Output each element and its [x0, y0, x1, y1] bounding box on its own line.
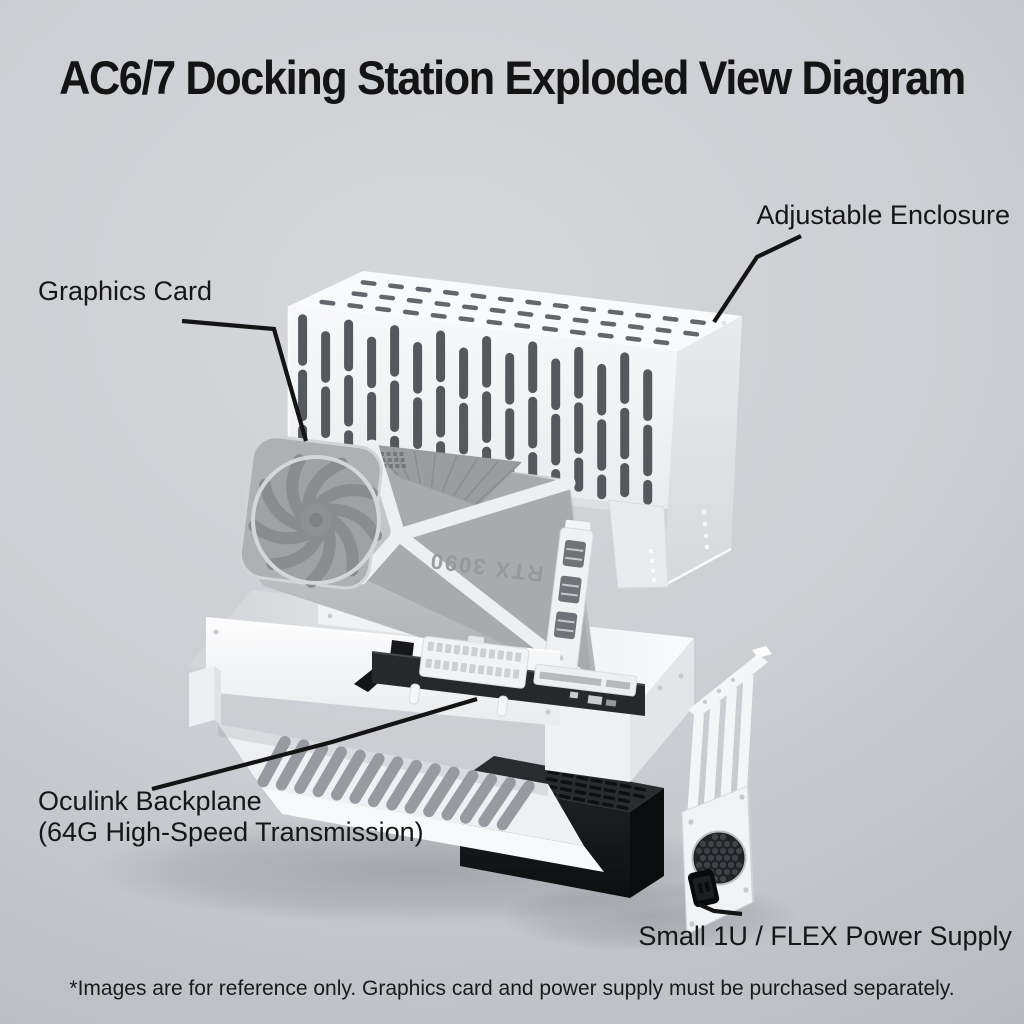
leader-line-enclosure: [712, 234, 802, 324]
tray-front-flange: [262, 788, 604, 872]
leader-line-graphics-card: [181, 318, 309, 442]
leader-line-backplane: [151, 696, 478, 792]
bracket-top-rail: [688, 654, 768, 718]
tray-louver-vents: [257, 736, 535, 831]
backplane-part: [354, 635, 646, 717]
bracket-slot-strips: [687, 674, 754, 819]
rear-bracket-part: [681, 646, 772, 935]
gpu-heatsink: [368, 444, 522, 506]
leader-line-power-supply: [697, 902, 743, 917]
label-graphics-card: Graphics Card: [38, 276, 213, 306]
label-oculink-line2: (64G High-Speed Transmission): [38, 816, 424, 847]
enclosure-screw-holes: [649, 320, 727, 582]
label-power-supply: Small 1U / FLEX Power Supply: [638, 921, 1012, 951]
gpu-fan-icon: [248, 454, 382, 588]
power-inlet: [687, 869, 720, 908]
label-adjustable-enclosure: Adjustable Enclosure: [756, 200, 1010, 230]
label-oculink-backplane: Oculink Backplane (64G High-Speed Transm…: [38, 786, 424, 847]
pcie-slot: [533, 663, 638, 697]
gpu-heatsink-fins: [371, 445, 521, 505]
page-title: AC6/7 Docking Station Exploded View Diag…: [59, 51, 966, 104]
tray-left-cap: [189, 666, 221, 727]
footnote: *Images are for reference only. Graphics…: [69, 977, 955, 1000]
leader-lines: [151, 234, 802, 917]
graphics-card-part: RTX 3090: [238, 435, 597, 701]
enclosure-top-vents: [319, 280, 706, 346]
atx-connector: [419, 635, 530, 689]
label-oculink-line1: Oculink Backplane: [38, 786, 262, 816]
